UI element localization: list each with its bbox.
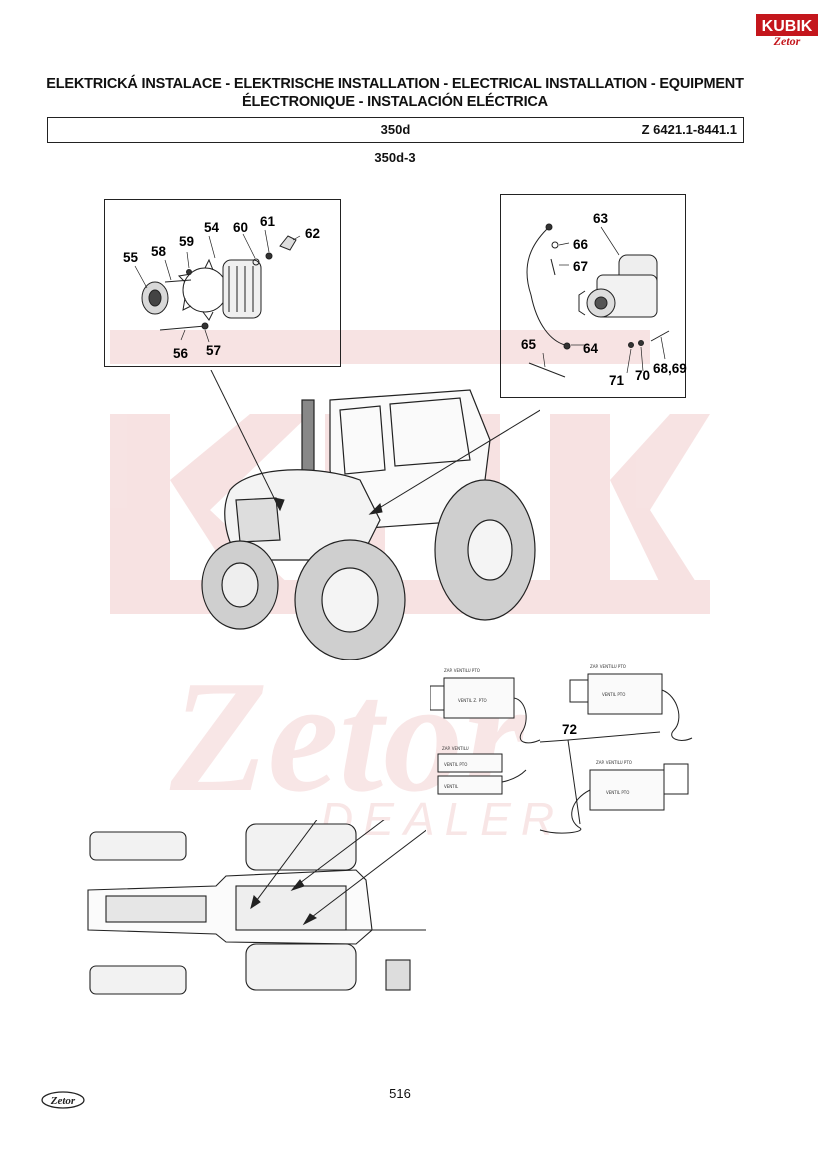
starter-detail-panel: 63 64 65 66 67 68,69 70 71 — [500, 194, 687, 398]
callout-57: 57 — [206, 343, 221, 358]
callout-54: 54 — [204, 220, 220, 235]
callout-65: 65 — [521, 337, 537, 352]
callout-66: 66 — [573, 237, 589, 252]
callout-59: 59 — [179, 234, 194, 249]
callout-71: 71 — [609, 373, 625, 388]
callout-61: 61 — [260, 214, 276, 229]
svg-text:ZAP. VENTILU PTO: ZAP. VENTILU PTO — [590, 664, 626, 669]
alternator-detail-panel: 54 55 56 57 58 59 60 61 62 — [104, 199, 341, 367]
alternator-drawing: 54 55 56 57 58 59 60 61 62 — [123, 214, 320, 361]
zetor-logo-text: Zetor — [773, 34, 801, 48]
watermark-zetor-text: Zetor — [169, 647, 527, 825]
callout-55: 55 — [123, 250, 139, 265]
starter-drawing: 63 64 65 66 67 68,69 70 71 — [521, 211, 687, 388]
callout-62: 62 — [305, 226, 320, 241]
svg-text:VENTIL PTO: VENTIL PTO — [444, 762, 467, 767]
callout-60: 60 — [233, 220, 248, 235]
section-bar: 350d Z 6421.1-8441.1 — [47, 117, 744, 143]
callout-58: 58 — [151, 244, 167, 259]
kubik-zetor-logo: KUBIK Zetor — [756, 14, 818, 50]
section-code: 350d — [380, 122, 411, 137]
svg-text:VENTIL: VENTIL — [444, 784, 459, 789]
callout-63: 63 — [593, 211, 609, 226]
callout-67: 67 — [573, 259, 588, 274]
svg-text:ZAP. VENTILU PTO: ZAP. VENTILU PTO — [444, 668, 480, 673]
page-title-line-2: ÉLECTRONIQUE - INSTALACIÓN ELÉCTRICA — [242, 94, 548, 110]
svg-text:ZAP. VENTILU: ZAP. VENTILU — [442, 746, 469, 751]
wiring-harness-drawing: ZAP. VENTILU PTO VENTIL Z. PTO ZAP. VENT… — [430, 664, 693, 834]
kubik-logo-text: KUBIK — [762, 18, 813, 35]
footer-logo-text: Zetor — [50, 1095, 76, 1107]
callout-56: 56 — [173, 346, 189, 361]
svg-text:VENTIL PTO: VENTIL PTO — [606, 790, 629, 795]
callout-72: 72 — [562, 722, 577, 737]
svg-text:VENTIL Z. PTO: VENTIL Z. PTO — [458, 698, 487, 703]
tractor-top-view-drawing — [87, 820, 426, 995]
svg-text:ZAP. VENTILU PTO: ZAP. VENTILU PTO — [596, 760, 632, 765]
callout-64: 64 — [583, 341, 599, 356]
tractor-perspective-drawing — [201, 370, 540, 660]
footer-zetor-logo: Zetor — [40, 1090, 86, 1110]
page-title-line-1: ELEKTRICKÁ INSTALACE - ELEKTRISCHE INSTA… — [46, 76, 744, 92]
svg-text:VENTIL PTO: VENTIL PTO — [602, 692, 625, 697]
page-number: 516 — [389, 1086, 411, 1101]
watermark-dealer-text: DEALER — [320, 793, 564, 845]
subsection-code: 350d-3 — [374, 150, 416, 165]
reference-code: Z 6421.1-8441.1 — [641, 122, 737, 137]
callout-70: 70 — [635, 368, 650, 383]
callout-68-69: 68,69 — [653, 361, 687, 376]
